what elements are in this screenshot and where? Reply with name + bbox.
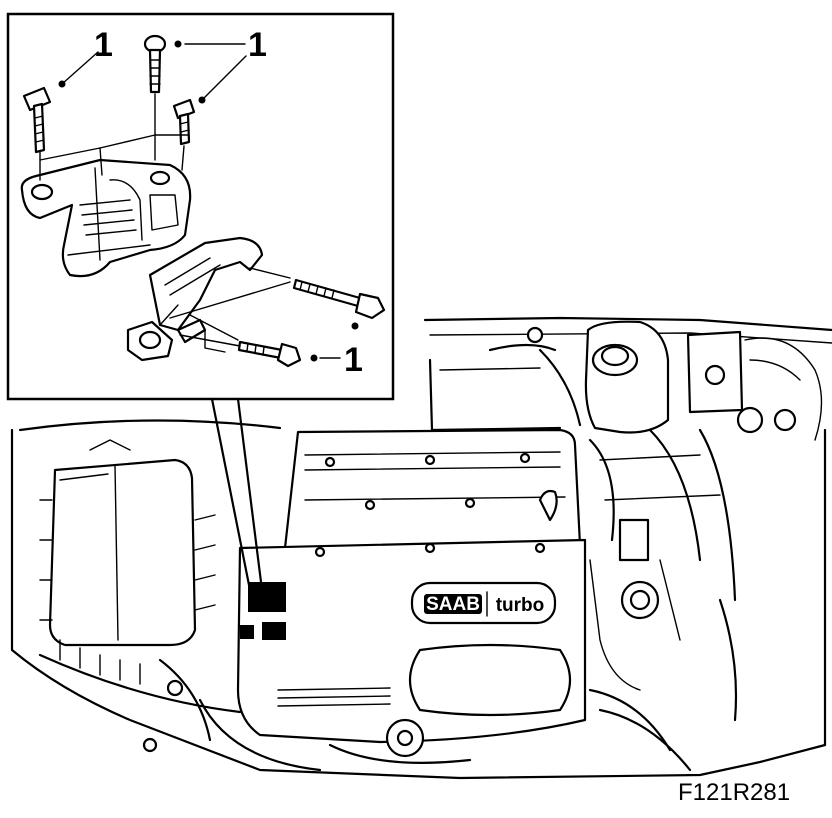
lower-engine-mount (126, 236, 264, 362)
air-filter-box (39, 439, 216, 647)
engine-bay: SAAB turbo (10, 316, 832, 780)
bolt-left (22, 86, 52, 154)
bolt-short (237, 340, 302, 368)
callout-label-1: 1 (94, 26, 113, 64)
callout-label-3: 1 (344, 341, 363, 379)
brand-logo: SAAB (426, 594, 480, 615)
model-logo: turbo (496, 595, 545, 616)
bolt-long (292, 278, 386, 320)
coolant-reservoir (584, 320, 670, 434)
bolt-right (172, 98, 196, 146)
engine-cover: SAAB turbo (236, 538, 587, 744)
detail-inset: 1 1 1 (6, 12, 395, 401)
figure-reference: F121R281 (678, 779, 790, 806)
cam-cover (283, 428, 582, 550)
callout-label-2: 1 (248, 26, 267, 64)
upper-engine-mount (20, 158, 192, 278)
brake-fluid-reservoir (686, 330, 823, 441)
bolt-center (143, 34, 167, 94)
inset-pointer-line (210, 397, 264, 592)
